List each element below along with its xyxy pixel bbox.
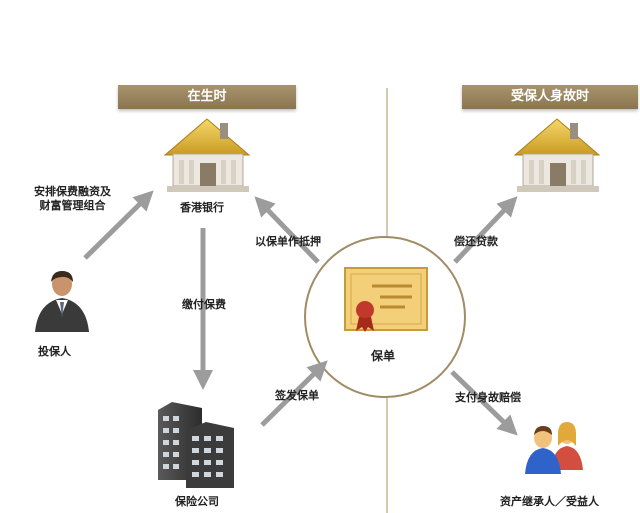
flow-label-pay-premium: 缴付保费	[182, 298, 226, 311]
arrow-policy-to-heirs	[450, 370, 518, 436]
arrow-insurer-to-policy	[260, 360, 328, 427]
section-banner-alive: 在生时	[118, 85, 296, 109]
certificate-icon	[344, 267, 428, 332]
policyholder-label: 投保人	[38, 345, 71, 358]
flow-label-arrange-financing-line2: 财富管理组合	[39, 199, 106, 212]
flow-label-repay-loan: 偿还贷款	[454, 235, 498, 248]
arrow-policyholder-to-bank	[83, 190, 154, 260]
flow-label-arrange-financing: 安排保费融资及 财富管理组合	[34, 185, 111, 213]
section-banner-after-death: 受保人身故时	[462, 85, 638, 109]
policyholder-person-icon	[35, 271, 89, 332]
flow-label-pay-death-claim: 支付身故赔偿	[455, 391, 521, 404]
bank-house-icon	[163, 118, 251, 192]
flow-label-issue-policy: 签发保单	[275, 389, 319, 402]
insurer-building-icon	[158, 402, 234, 488]
heirs-people-icon	[525, 422, 583, 474]
arrow-policy-to-bank	[254, 196, 320, 264]
arrow-policy-to-right-bank	[453, 196, 518, 264]
flow-label-arrange-financing-line1: 安排保费融资及	[34, 185, 111, 198]
bank-label: 香港银行	[180, 201, 224, 214]
bank-house-icon-right	[513, 118, 601, 192]
heirs-label: 资产继承人／受益人	[500, 495, 599, 508]
insurer-label: 保险公司	[175, 495, 219, 508]
policy-label: 保单	[371, 349, 396, 363]
flow-label-pledge-policy: 以保单作抵押	[255, 235, 321, 248]
